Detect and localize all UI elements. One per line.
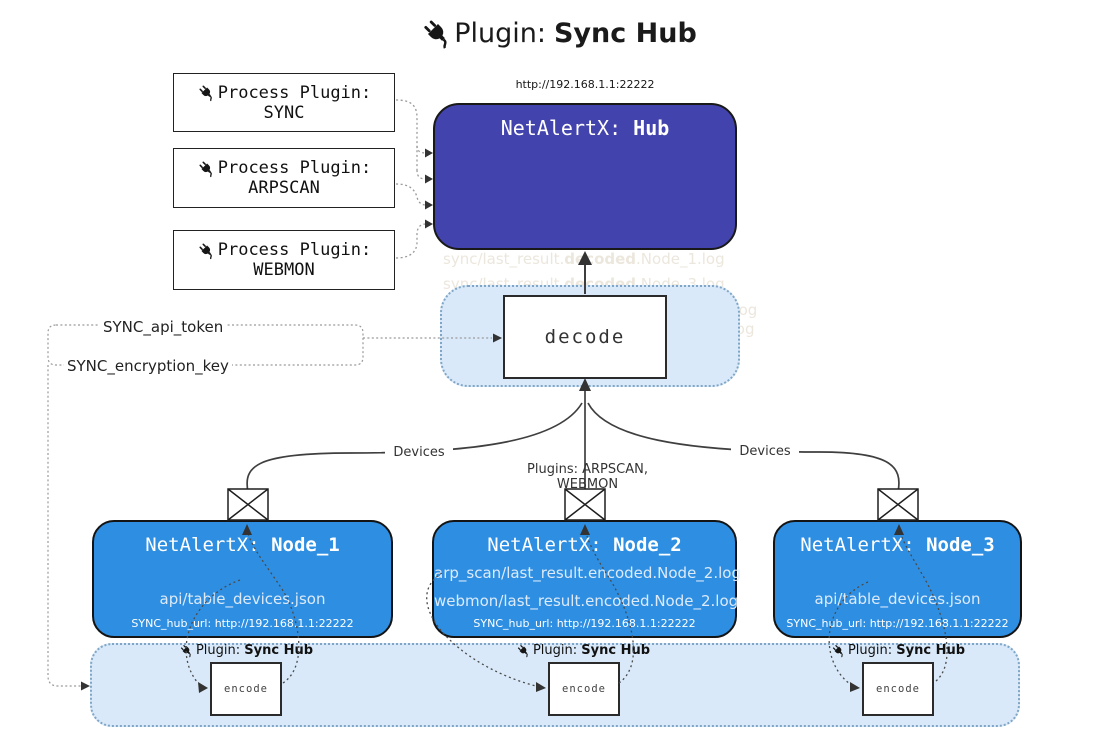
hub-url-label: http://192.168.1.1:22222 xyxy=(515,78,655,91)
decode-box: decode xyxy=(503,295,667,379)
process-plugin-label: Process Plugin: xyxy=(217,158,372,178)
process-plugin-name: ARPSCAN xyxy=(248,178,320,198)
node-hub-url: SYNC_hub_url: http://192.168.1.1:22222 xyxy=(786,617,1009,630)
arrowhead xyxy=(425,219,433,229)
node-1-box: NetAlertX: Node_1 api/table_devices.json… xyxy=(92,520,393,638)
process-plugin-webmon: Process Plugin: WEBMON xyxy=(173,230,395,290)
sync-api-token-label: SYNC_api_token xyxy=(100,318,227,336)
node-line: webmon/last_result.encoded.Node_2.log xyxy=(434,592,739,610)
plugins-mid-label: Plugins: ARPSCAN, WEBMON xyxy=(527,462,648,492)
process-plugin-label: Process Plugin: xyxy=(217,240,372,260)
node-line: arp_scan/last_result.encoded.Node_2.log xyxy=(434,564,741,582)
process-plugin-name: WEBMON xyxy=(253,260,315,280)
node-title: NetAlertX: Node_2 xyxy=(487,534,682,556)
devices-right-label: Devices xyxy=(731,444,799,459)
encode-box-2: encode xyxy=(548,662,620,716)
hub-box: NetAlertX: Hub sync/last_result.decoded.… xyxy=(433,103,757,338)
plug-icon xyxy=(831,643,846,658)
devices-left-label: Devices xyxy=(385,445,453,460)
hub-title-name: Hub xyxy=(633,116,670,140)
encoder-3-plugin-label: Plugin: Sync Hub xyxy=(828,643,968,658)
node-2-box: NetAlertX: Node_2 arp_scan/last_result.e… xyxy=(432,520,741,638)
process-plugin-arpscan: Process Plugin: ARPSCAN xyxy=(173,148,395,208)
edge-sync-plugin-to-hub xyxy=(395,99,427,180)
node-title: NetAlertX: Node_1 xyxy=(145,534,340,556)
arrowhead xyxy=(425,174,433,184)
plug-icon xyxy=(197,159,216,178)
encoder-1-plugin-label: Plugin: Sync Hub xyxy=(176,643,316,658)
node-line: api/table_devices.json xyxy=(814,590,981,608)
edge-arpscan-plugin-to-hub xyxy=(395,183,427,206)
envelope-icon xyxy=(227,488,269,521)
process-plugin-label: Process Plugin: xyxy=(217,82,372,103)
node-3-box: NetAlertX: Node_3 api/table_devices.json… xyxy=(773,520,1022,638)
encode-box-1: encode xyxy=(210,662,282,716)
node-line: api/table_devices.json xyxy=(159,590,326,608)
sync-encryption-key-label: SYNC_encryption_key xyxy=(64,357,232,375)
hub-log-line: sync/last_result.decoded.Node_1.log xyxy=(443,250,725,268)
encode-box-3: encode xyxy=(862,662,934,716)
hub-title-prefix: NetAlertX: xyxy=(500,116,622,140)
hub-title: NetAlertX: Hub xyxy=(435,116,735,140)
encoder-2-plugin-label: Plugin: Sync Hub xyxy=(513,643,653,658)
process-plugin-sync: Process Plugin: SYNC xyxy=(173,73,395,132)
plug-icon xyxy=(516,643,531,658)
plug-icon xyxy=(179,643,194,658)
arrowhead xyxy=(81,681,90,691)
arrowhead xyxy=(425,200,433,210)
title-name: Sync Hub xyxy=(553,17,697,49)
node-hub-url: SYNC_hub_url: http://192.168.1.1:22222 xyxy=(131,617,354,630)
plug-icon xyxy=(420,16,454,50)
node-title: NetAlertX: Node_3 xyxy=(800,534,995,556)
plug-icon xyxy=(197,83,216,102)
envelope-icon xyxy=(564,488,606,521)
title-prefix: Plugin: xyxy=(454,17,546,49)
plug-icon xyxy=(197,241,216,260)
envelope-icon xyxy=(877,488,919,521)
arrowhead xyxy=(425,148,433,158)
node-hub-url: SYNC_hub_url: http://192.168.1.1:22222 xyxy=(473,617,696,630)
page-title: Plugin: Sync Hub xyxy=(0,16,1117,50)
process-plugin-name: SYNC xyxy=(263,102,305,123)
edge-webmon-plugin-to-hub xyxy=(395,223,427,259)
